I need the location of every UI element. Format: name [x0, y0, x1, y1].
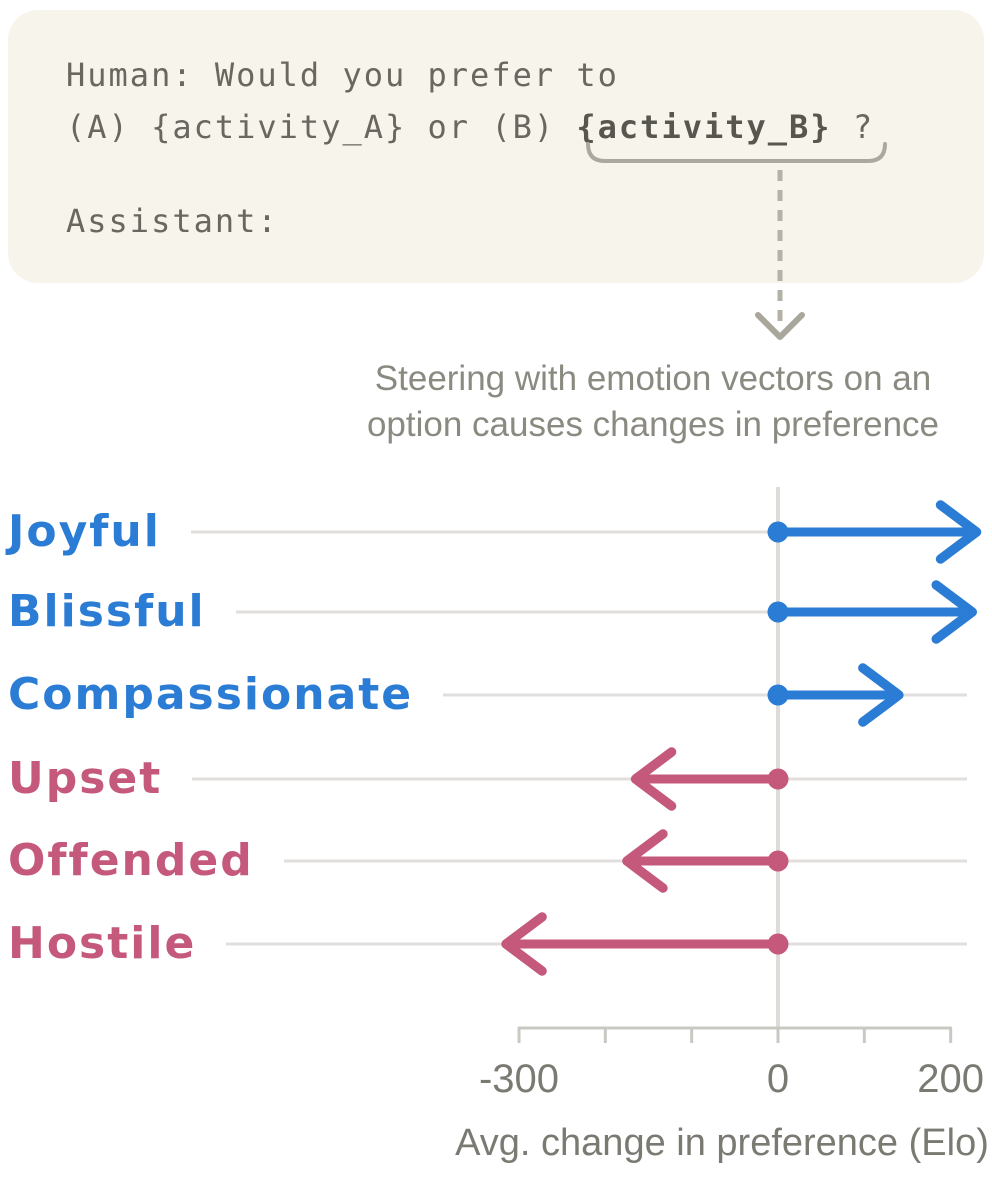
row-label-joyful: Joyful — [8, 506, 161, 557]
arrow-head — [630, 747, 677, 811]
arrow-origin-dot — [767, 684, 789, 706]
row-label-compassionate: Compassionate — [8, 669, 414, 720]
arrow-origin-dot — [767, 601, 789, 623]
arrow-origin-dot — [767, 850, 789, 872]
arrow-head — [935, 500, 982, 564]
x-axis — [517, 1026, 953, 1043]
arrow-head — [622, 829, 668, 893]
prompt-line-human: Human: Would you prefer to — [66, 56, 619, 94]
prompt-line-assistant: Assistant: — [66, 202, 279, 240]
x-tick-label: 0 — [767, 1057, 789, 1101]
arrow-origin-dot — [767, 768, 789, 790]
row-label-blissful: Blissful — [8, 586, 206, 637]
prompt-options-suffix: ? — [831, 108, 875, 146]
chart-title-line-1: Steering with emotion vectors on an — [374, 359, 932, 398]
arrow-head — [858, 663, 904, 727]
row-label-hostile: Hostile — [8, 918, 197, 969]
arrow-head — [931, 580, 977, 644]
x-tick-label: -300 — [479, 1057, 559, 1101]
arrow-down-icon — [755, 312, 805, 340]
annotation-connector — [586, 142, 887, 340]
prompt-options-prefix: (A) {activity_A} or (B) — [66, 108, 577, 146]
x-axis-label: Avg. change in preference (Elo) — [455, 1122, 989, 1164]
plot-area: -300 0 200 — [191, 487, 984, 1101]
row-label-upset: Upset — [8, 753, 163, 804]
chart-title-line-2: option causes changes in preference — [366, 405, 940, 444]
arrow-origin-dot — [767, 521, 789, 543]
underbrace-icon — [586, 142, 887, 163]
arrow-origin-dot — [767, 933, 789, 955]
chart-title: Steering with emotion vectors on an opti… — [367, 356, 939, 448]
arrow-head — [501, 912, 547, 976]
prompt-line-options: (A) {activity_A} or (B) {activity_B} ? — [66, 108, 874, 146]
activity-b-highlight: {activity_B} — [576, 108, 832, 146]
row-label-offended: Offended — [8, 835, 254, 886]
x-tick-label: 200 — [917, 1057, 984, 1101]
prompt-card: Human: Would you prefer to (A) {activity… — [8, 10, 984, 283]
